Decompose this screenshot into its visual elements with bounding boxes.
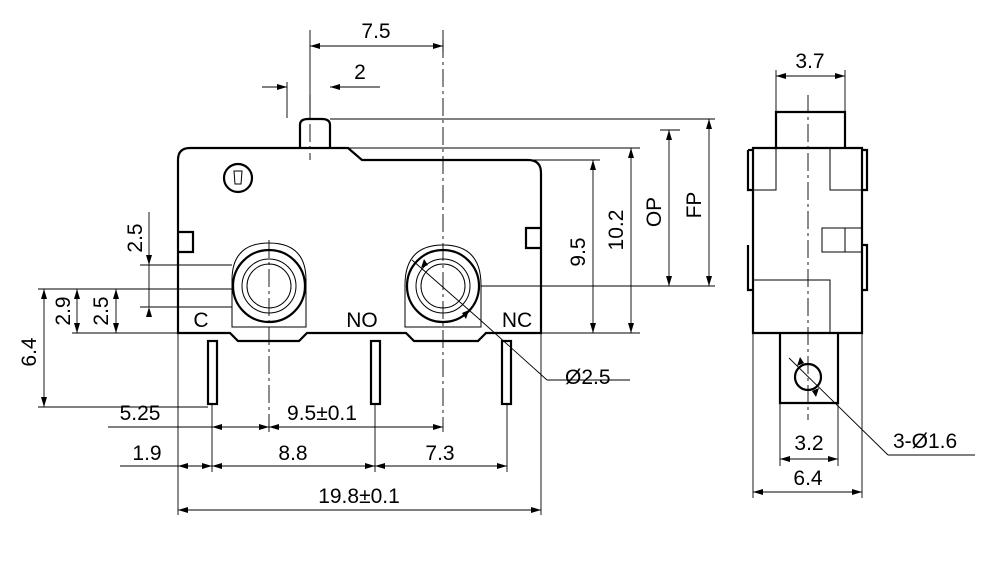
front-dimension-lines bbox=[38, 30, 715, 515]
terminal-label-no: NO bbox=[346, 309, 378, 332]
front-center-lines bbox=[268, 40, 444, 432]
hole-diameter: Ø2.5 bbox=[565, 366, 611, 389]
terminal-label-c: C bbox=[193, 309, 208, 332]
dim-overall-length: 19.8±0.1 bbox=[318, 485, 400, 508]
dim-hole-offset-upper: 2.5 bbox=[124, 223, 147, 252]
dim-side-top: 3.7 bbox=[795, 50, 824, 73]
dim-overall-width: 6.4 bbox=[793, 467, 823, 490]
dim-73: 7.3 bbox=[425, 442, 454, 465]
side-view-body bbox=[746, 110, 869, 405]
terminal-label-nc: NC bbox=[502, 309, 532, 332]
dim-88: 8.8 bbox=[278, 442, 307, 465]
front-view-body bbox=[176, 117, 543, 406]
dim-top-width: 7.5 bbox=[361, 20, 390, 43]
terminal-holes: 3-Ø1.6 bbox=[893, 430, 957, 453]
dim-29: 2.9 bbox=[52, 296, 75, 325]
label-op: OP bbox=[643, 197, 666, 227]
dim-terminal-width: 3.2 bbox=[794, 432, 823, 455]
front-labels: 7.5 2 2.5 2.9 2.5 6.4 9.5 10.2 OP FP C N… bbox=[18, 20, 706, 508]
dim-95: 9.5 bbox=[567, 237, 590, 266]
side-labels: 3.7 3.2 6.4 3-Ø1.6 bbox=[793, 50, 957, 490]
dim-19: 1.9 bbox=[132, 442, 161, 465]
side-dimension-lines bbox=[752, 70, 975, 498]
dim-actuator: 2 bbox=[354, 61, 366, 84]
dim-64-left: 6.4 bbox=[18, 337, 41, 367]
dim-hole-spacing: 9.5±0.1 bbox=[287, 402, 357, 425]
label-fp: FP bbox=[683, 192, 706, 219]
dim-525: 5.25 bbox=[120, 402, 161, 425]
dim-hole-offset-lower: 2.5 bbox=[90, 296, 113, 325]
dim-102: 10.2 bbox=[605, 210, 628, 251]
